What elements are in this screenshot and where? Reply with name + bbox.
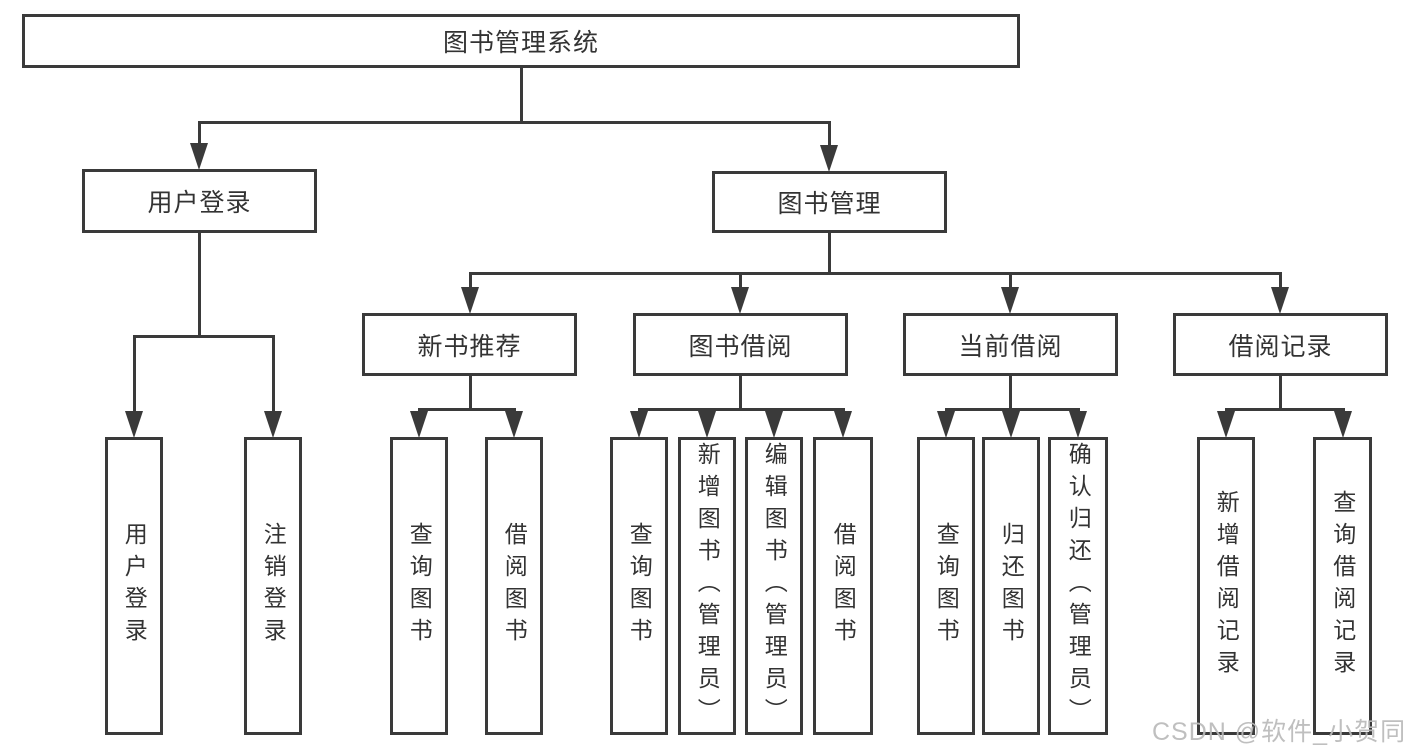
node-bb-query-book: 查询图书 (610, 437, 668, 735)
connector-line (738, 376, 742, 411)
arrowhead-icon (1271, 287, 1289, 314)
node-label: 归还图书 (998, 522, 1025, 650)
node-label: 借阅记录 (1228, 332, 1333, 361)
connector-line (197, 233, 201, 338)
node-label: 图书管理 (777, 190, 882, 218)
node-bb-borrow-book: 借阅图书 (813, 437, 873, 735)
connector-line (468, 272, 1282, 275)
arrowhead-icon (264, 411, 282, 438)
node-nb-query-book: 查询图书 (390, 437, 448, 735)
node-label: 查询图书 (626, 522, 653, 650)
connector-line (1008, 272, 1012, 293)
node-label: 用户登录 (147, 189, 252, 217)
connector-line (197, 121, 831, 124)
connector-line (417, 408, 516, 411)
node-label: 图书管理系统 (442, 29, 599, 57)
node-label: 新增借阅记录 (1213, 490, 1240, 682)
connector-line (271, 335, 275, 417)
node-cb-return-book: 归还图书 (982, 437, 1040, 735)
connector-line (738, 272, 742, 293)
connector-line (132, 335, 136, 417)
arrowhead-icon (834, 411, 852, 438)
connector-line (1278, 376, 1282, 411)
arrowhead-icon (505, 411, 523, 438)
node-label: 查询借阅记录 (1329, 490, 1356, 682)
node-book-mgmt-menu: 图书管理 (712, 171, 947, 233)
connector-line (197, 121, 201, 149)
node-label: 新书推荐 (417, 332, 522, 361)
node-root: 图书管理系统 (22, 14, 1020, 68)
arrowhead-icon (731, 287, 749, 314)
node-label: 确认归还（管理员） (1065, 442, 1092, 730)
connector-line (827, 233, 831, 275)
node-label: 新增图书（管理员） (694, 442, 721, 730)
node-cb-query-book: 查询图书 (917, 437, 975, 735)
node-bb-add-book: 新增图书（管理员） (678, 437, 736, 735)
node-label: 注销登录 (260, 522, 287, 650)
arrowhead-icon (820, 145, 838, 172)
arrowhead-icon (1334, 411, 1352, 438)
node-borrow-records: 借阅记录 (1173, 313, 1388, 376)
connector-line (132, 335, 275, 338)
arrowhead-icon (698, 411, 716, 438)
connector-line (637, 408, 845, 411)
node-label: 用户登录 (121, 522, 148, 650)
node-label: 借阅图书 (830, 522, 857, 650)
arrowhead-icon (190, 143, 208, 170)
arrowhead-icon (1002, 411, 1020, 438)
arrowhead-icon (937, 411, 955, 438)
node-nb-borrow-book: 借阅图书 (485, 437, 543, 735)
arrowhead-icon (1217, 411, 1235, 438)
arrowhead-icon (410, 411, 428, 438)
arrowhead-icon (630, 411, 648, 438)
node-rec-query: 查询借阅记录 (1313, 437, 1372, 735)
arrowhead-icon (765, 411, 783, 438)
node-logout: 注销登录 (244, 437, 302, 735)
node-user-login: 用户登录 (105, 437, 163, 735)
connector-line (468, 376, 472, 411)
node-label: 借阅图书 (501, 522, 528, 650)
node-cb-confirm: 确认归还（管理员） (1048, 437, 1108, 735)
node-new-book-rec: 新书推荐 (362, 313, 577, 376)
csdn-watermark: CSDN @软件_小贺同学 (1152, 718, 1405, 746)
connector-line (1278, 272, 1282, 293)
node-rec-add: 新增借阅记录 (1197, 437, 1255, 735)
connector-line (519, 68, 523, 124)
node-label: 查询图书 (933, 522, 960, 650)
connector-line (827, 121, 831, 151)
node-label: 编辑图书（管理员） (761, 442, 788, 730)
node-user-login-menu: 用户登录 (82, 169, 317, 233)
connector-line (1224, 408, 1345, 411)
connector-line (468, 272, 472, 293)
arrowhead-icon (125, 411, 143, 438)
arrowhead-icon (461, 287, 479, 314)
node-label: 图书借阅 (688, 332, 793, 361)
node-current-borrow: 当前借阅 (903, 313, 1118, 376)
node-bb-edit-book: 编辑图书（管理员） (745, 437, 803, 735)
node-book-borrow: 图书借阅 (633, 313, 848, 376)
arrowhead-icon (1069, 411, 1087, 438)
node-label: 查询图书 (406, 522, 433, 650)
arrowhead-icon (1001, 287, 1019, 314)
node-label: 当前借阅 (958, 332, 1063, 361)
connector-line (1008, 376, 1012, 411)
